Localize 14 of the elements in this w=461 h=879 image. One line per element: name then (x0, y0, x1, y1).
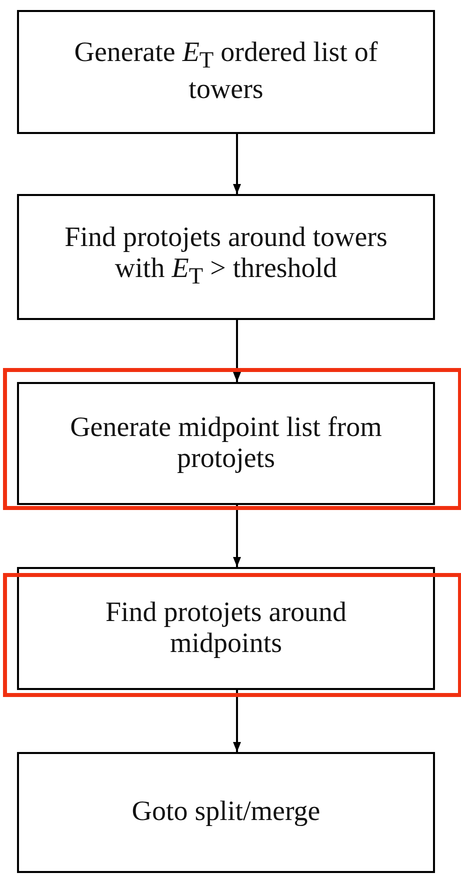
process-box (17, 194, 435, 320)
box-text: Find protojets around midpoints (104, 598, 348, 660)
process-box (17, 567, 435, 690)
arrow (233, 505, 241, 567)
process-box (17, 752, 435, 873)
box-text: Generate E$_{T}$ ordered list of towers (73, 38, 379, 106)
box-text: Goto split/merge (132, 797, 320, 828)
arrow (233, 134, 241, 194)
arrow (233, 690, 241, 752)
arrow (233, 320, 241, 382)
box-text: Find protojets around towers with E$_{T}$ > threshold (64, 223, 388, 291)
box-text: Generate midpoint list from protojets (69, 412, 383, 474)
process-box (17, 10, 435, 134)
process-box (17, 382, 435, 505)
